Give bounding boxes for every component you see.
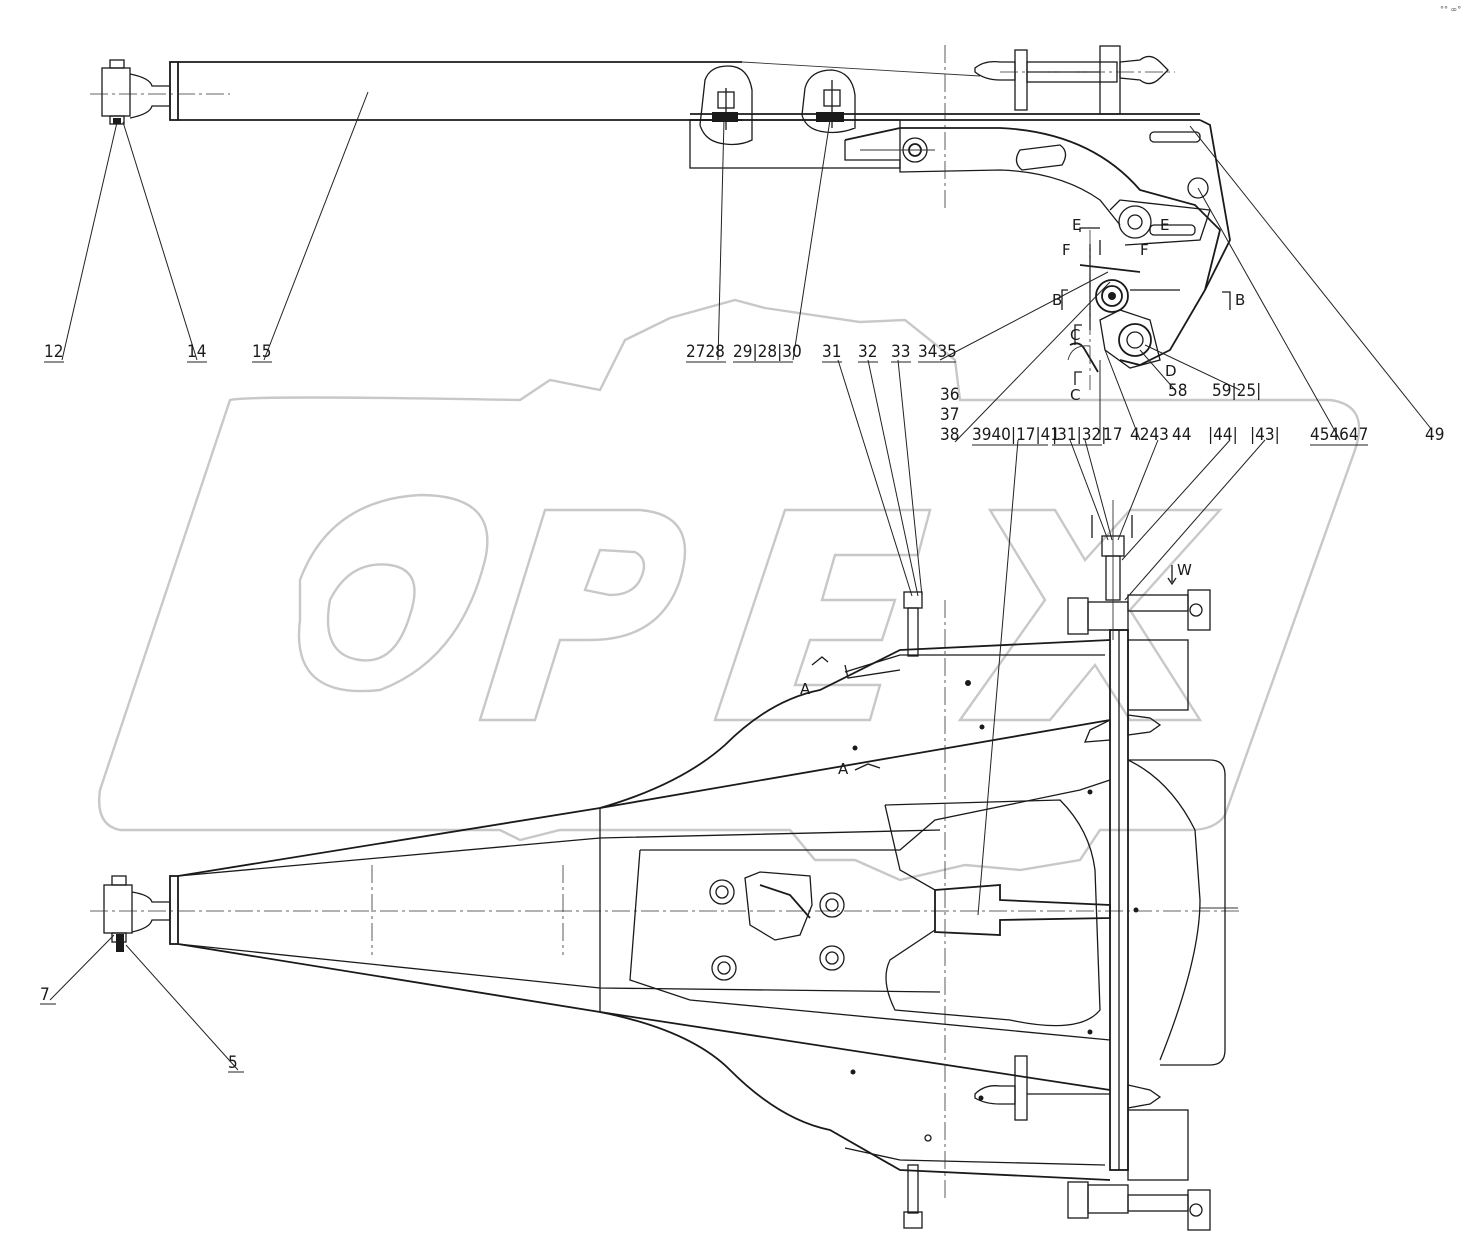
callout-34-35: 3435 [918,342,957,362]
callout-36: 36 [940,385,959,405]
section-F-right: F [1140,241,1149,259]
callout-58: 58 [1168,381,1187,401]
callout-17: 17 [1103,425,1122,445]
callout-37: 37 [940,405,959,425]
callout-32: 32 [858,342,877,362]
watermark-logo [98,298,1361,882]
lower-view [90,500,1240,1231]
callout-45-46-47: 454647 [1310,425,1368,445]
corner-mark: °° ∞° [1440,5,1461,14]
callout-27-28: 2728 [686,342,725,362]
section-A-upper: A [800,680,811,698]
callout-43: |43| [1250,425,1280,445]
section-marks: A A B B C C D E E F F W [800,216,1245,778]
section-C-upper: C [1070,326,1080,344]
callout-31-32: |31|32| [1052,425,1106,445]
part-callouts: 12 14 15 2728 29|28|30 31 32 33 3435 36 … [40,342,1444,1073]
section-B-left: B [1052,291,1062,309]
section-F-left: F [1062,241,1071,259]
callout-44b: |44| [1208,425,1238,445]
callout-33: 33 [891,342,910,362]
callout-7: 7 [40,985,50,1005]
view-W: W [1177,561,1192,579]
section-E-left: E [1072,216,1081,234]
upper-view [90,45,1231,390]
callout-59-25: 59|25| [1212,381,1261,401]
section-A-lower: A [838,760,849,778]
section-D: D [1165,362,1177,380]
callout-39-40-17-41: 3940|17|41 [972,425,1060,445]
callout-42-43: 4243 [1130,425,1169,445]
section-C-lower: C [1070,386,1080,404]
callout-14: 14 [187,342,206,362]
callout-31: 31 [822,342,841,362]
callout-29-28-30: 29|28|30 [733,342,802,362]
callout-15: 15 [252,342,271,362]
section-E-right: E [1160,216,1169,234]
callout-49: 49 [1425,425,1444,445]
leader-lines [49,91,1433,1071]
callout-44: 44 [1172,425,1191,445]
callout-12: 12 [44,342,63,362]
callout-5: 5 [228,1053,238,1073]
callout-38: 38 [940,425,959,445]
section-B-right: B [1235,291,1245,309]
